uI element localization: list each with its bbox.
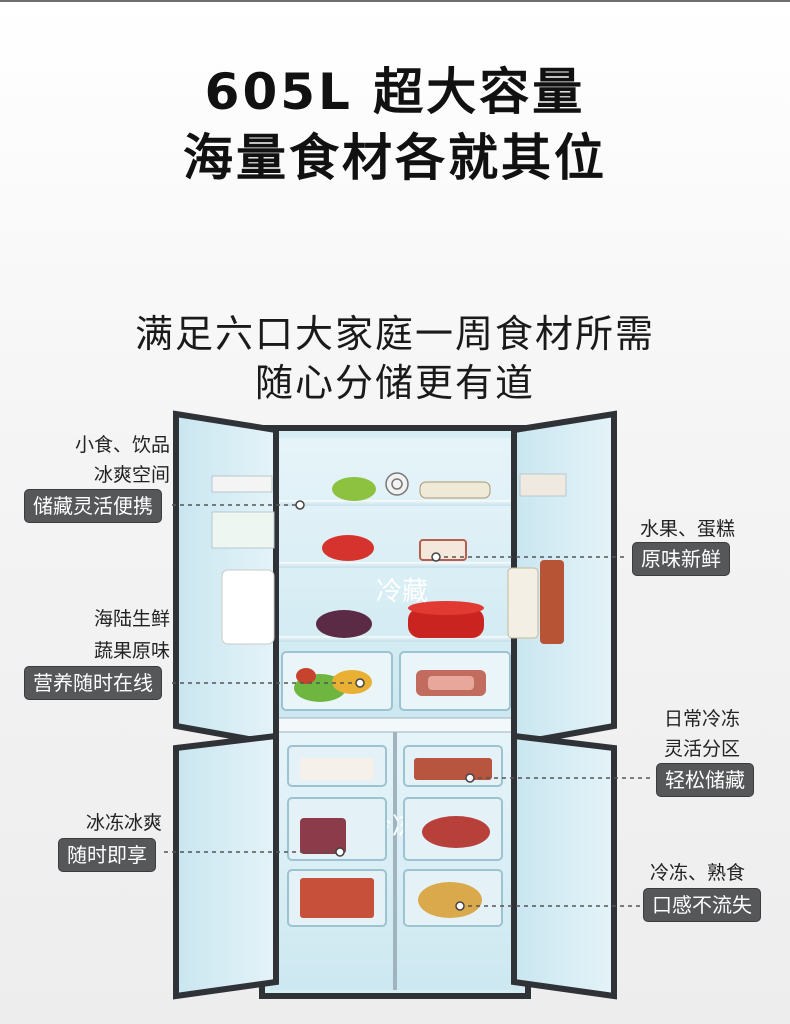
callout-right-mid-line2: 灵活分区 [664, 738, 741, 760]
right-lower-door [511, 732, 617, 1000]
callout-left-mid-line1: 海陆生鲜 [93, 608, 170, 630]
shelf-2 [272, 562, 518, 568]
callout-right-bottom-line1: 冷冻、熟食 [650, 862, 746, 884]
divider-bar [261, 717, 529, 733]
tag-portable-storage: 储藏灵活便携 [24, 489, 162, 523]
shelf-1 [272, 500, 518, 506]
berries-bowl [316, 610, 372, 638]
subhead-storage: 随心分储更有道 [254, 361, 535, 405]
top-divider [0, 0, 790, 2]
cake [419, 539, 467, 561]
headline-tagline: 海量食材各就其位 [183, 129, 607, 187]
tag-enjoy-anytime: 随时即享 [58, 838, 156, 872]
left-lower-door [173, 732, 279, 1000]
callout-right-mid-line1: 日常冷冻 [664, 708, 741, 730]
tag-easy-storage: 轻松储藏 [656, 763, 754, 797]
headline-capacity: 605L 超大容量 [204, 63, 586, 121]
callout-right-top-line1: 水果、蛋糕 [640, 518, 736, 540]
strawberries [322, 535, 374, 561]
zone-fridge-label: 冷藏 [376, 577, 428, 607]
callout-left-mid-line2: 蔬果原味 [93, 640, 170, 662]
callout-left-bottom-line1: 冰冻冰爽 [85, 812, 162, 834]
tag-nutrition-online: 营养随时在线 [24, 666, 162, 700]
grapes [332, 477, 376, 501]
callout-left-top-line2: 冰爽空间 [93, 464, 170, 486]
shelf-3 [272, 636, 518, 642]
dutch-oven [408, 608, 484, 638]
subhead-family: 满足六口大家庭一周食材所需 [134, 312, 655, 356]
callout-left-top-line1: 小食、饮品 [74, 434, 170, 456]
tag-original-fresh: 原味新鲜 [632, 542, 730, 576]
tag-taste-retained: 口感不流失 [643, 888, 761, 922]
